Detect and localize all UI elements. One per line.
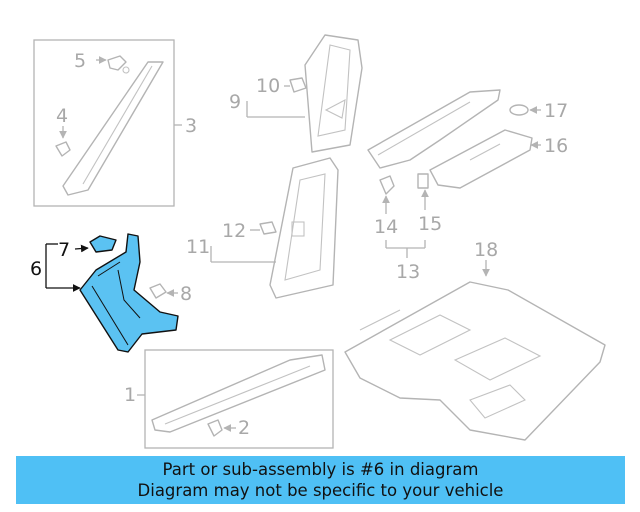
clip-15 bbox=[417, 173, 429, 189]
clip-4 bbox=[55, 126, 71, 157]
leader-7 bbox=[74, 244, 89, 253]
clip-10 bbox=[284, 77, 307, 93]
group-box-1 bbox=[137, 349, 334, 449]
callout-8: 8 bbox=[180, 283, 192, 305]
bracket-16 bbox=[429, 129, 541, 189]
highlighted-part-6 bbox=[79, 233, 179, 353]
clip-8 bbox=[149, 283, 178, 299]
floor-carpet bbox=[344, 260, 606, 441]
callout-9: 9 bbox=[229, 91, 241, 113]
banner-line-1: Part or sub-assembly is #6 in diagram bbox=[162, 460, 479, 479]
callout-12: 12 bbox=[222, 220, 246, 242]
callout-4: 4 bbox=[56, 105, 68, 127]
sill-plate bbox=[151, 354, 326, 433]
a-pillar-trim bbox=[62, 61, 164, 196]
clip-14 bbox=[379, 175, 395, 195]
callout-13: 13 bbox=[396, 261, 420, 283]
highlighted-clip-7 bbox=[89, 235, 117, 253]
callout-3: 3 bbox=[185, 115, 197, 137]
callout-10: 10 bbox=[256, 75, 280, 97]
callout-15: 15 bbox=[418, 213, 442, 235]
grommet-17 bbox=[509, 104, 541, 116]
clip-12 bbox=[259, 221, 277, 235]
callout-16: 16 bbox=[544, 135, 568, 157]
callout-5: 5 bbox=[74, 50, 86, 72]
callout-18: 18 bbox=[474, 239, 498, 261]
clip-5 bbox=[96, 55, 130, 74]
clip-2 bbox=[207, 419, 236, 437]
callout-2: 2 bbox=[238, 417, 250, 439]
callout-1: 1 bbox=[124, 384, 136, 406]
b-pillar-lower-trim bbox=[269, 157, 339, 299]
callout-17: 17 bbox=[544, 100, 568, 122]
callout-6: 6 bbox=[30, 258, 42, 280]
info-banner: Part or sub-assembly is #6 in diagram Di… bbox=[16, 456, 625, 504]
group-box-3 bbox=[33, 39, 182, 207]
callout-14: 14 bbox=[374, 216, 398, 238]
b-pillar-upper-trim bbox=[304, 34, 363, 153]
banner-line-2: Diagram may not be specific to your vehi… bbox=[137, 481, 504, 500]
rear-sill-trim bbox=[367, 89, 501, 169]
callout-11: 11 bbox=[186, 236, 210, 258]
callout-7: 7 bbox=[58, 239, 70, 261]
parts-diagram: 1 2 3 4 5 6 7 8 9 10 11 12 13 14 15 16 1… bbox=[30, 34, 606, 449]
